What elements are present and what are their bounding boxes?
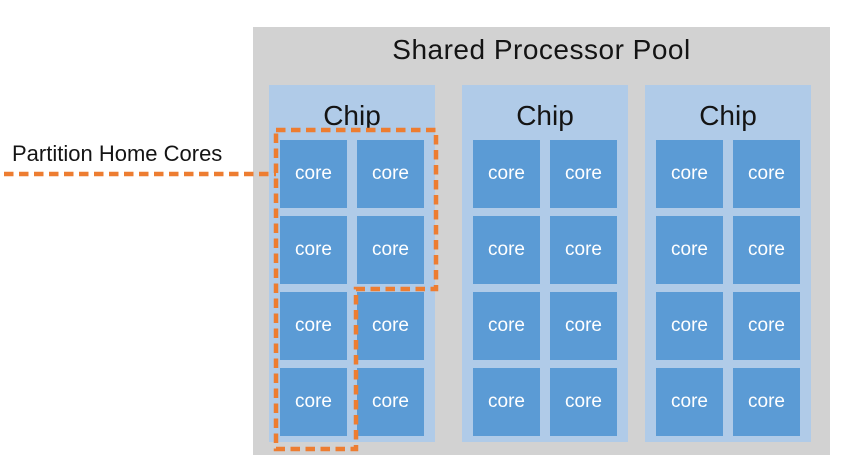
core: core (733, 216, 800, 284)
core: core (550, 368, 617, 436)
core: core (357, 216, 424, 284)
partition-label: Partition Home Cores (12, 141, 223, 166)
core: core (280, 368, 347, 436)
core: core (656, 368, 723, 436)
core: core (473, 216, 540, 284)
chip-title: Chip (323, 99, 381, 131)
core: core (656, 292, 723, 360)
pool-title: Shared Processor Pool (392, 34, 691, 65)
core: core (280, 292, 347, 360)
core: core (473, 140, 540, 208)
chip-title: Chip (699, 99, 757, 131)
core: core (733, 140, 800, 208)
core: core (550, 140, 617, 208)
core: core (357, 292, 424, 360)
core: core (733, 368, 800, 436)
core: core (357, 140, 424, 208)
core: core (473, 368, 540, 436)
core: core (550, 292, 617, 360)
core: core (550, 216, 617, 284)
core: core (656, 140, 723, 208)
core: core (733, 292, 800, 360)
core: core (280, 140, 347, 208)
core: core (357, 368, 424, 436)
chip-title: Chip (516, 99, 574, 131)
core: core (473, 292, 540, 360)
core: core (656, 216, 723, 284)
core: core (280, 216, 347, 284)
